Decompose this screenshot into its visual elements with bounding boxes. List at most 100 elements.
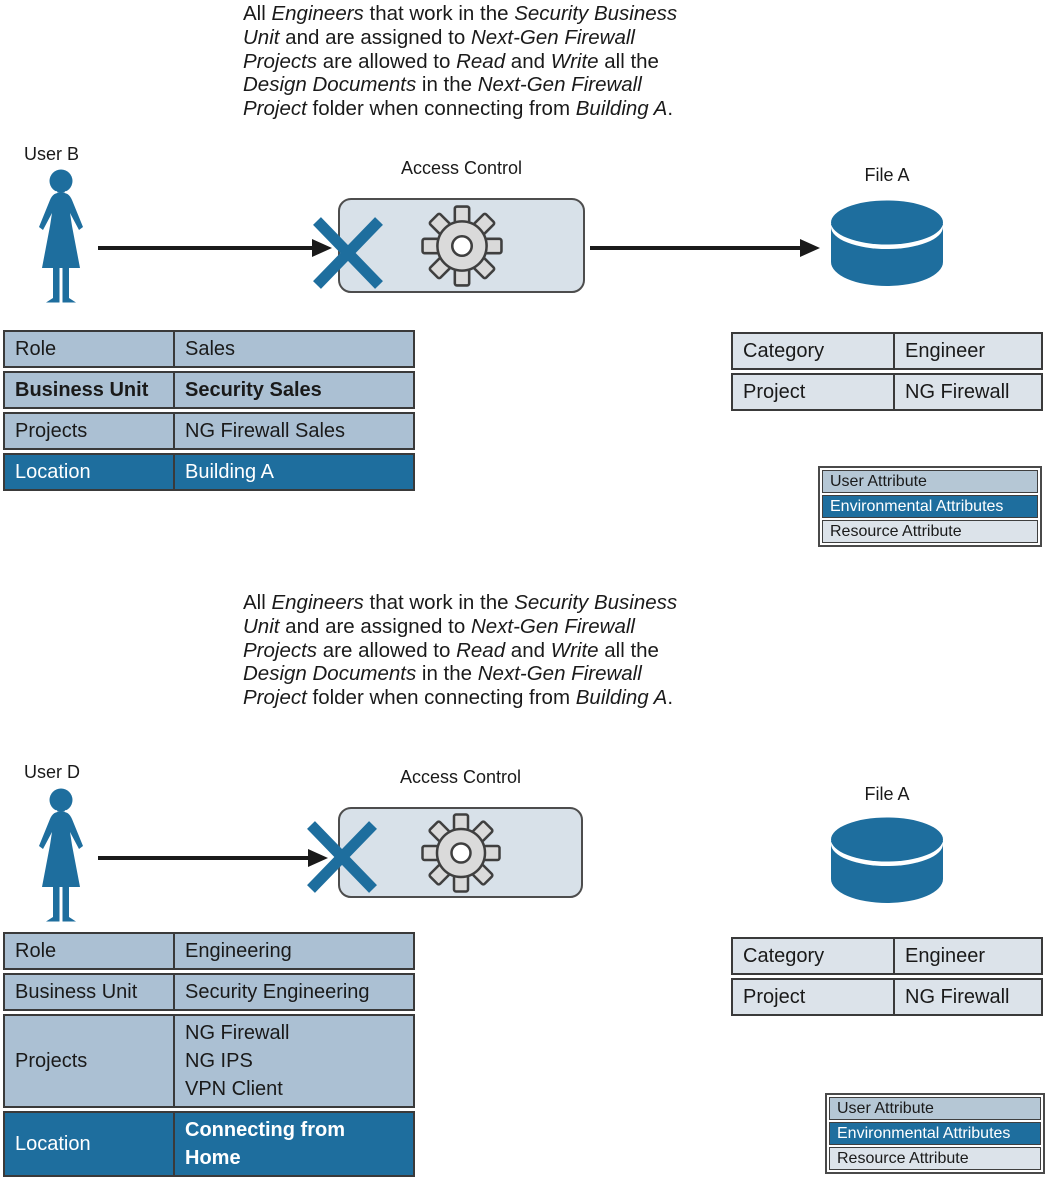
policy-plain-text: all the — [598, 49, 659, 73]
policy-plain-text: All — [243, 591, 272, 614]
grant-arrow — [590, 239, 820, 257]
row-value: NG Firewall — [895, 373, 1043, 411]
gear-icon — [420, 812, 501, 893]
row-value: Engineer — [895, 937, 1043, 975]
row-label: Role — [3, 932, 175, 970]
policy-attribute-term: Engineers — [271, 591, 364, 614]
policy-attribute-term: Project — [243, 686, 307, 710]
row-label: Location — [3, 453, 175, 491]
arrow-shaft — [590, 246, 803, 250]
policy-attribute-term: Security Business — [514, 591, 678, 614]
row-label: Business Unit — [3, 973, 175, 1011]
policy-plain-text: are allowed to — [317, 638, 457, 662]
access-control-box — [338, 807, 583, 898]
access-control-label: Access Control — [400, 158, 523, 178]
request-arrow — [98, 849, 328, 867]
policy-attribute-term: Design Documents — [243, 662, 417, 686]
policy-plain-text: in the — [416, 73, 478, 97]
arrow-head-icon — [312, 239, 332, 257]
policy-attribute-term: Write — [550, 638, 599, 662]
legend-item-user-attribute: User Attribute — [822, 470, 1038, 493]
policy-plain-text: that work in the — [363, 2, 515, 25]
row-label: Role — [3, 330, 175, 368]
policy-plain-text: and are assigned to — [279, 25, 471, 49]
denied-x-icon — [307, 821, 377, 893]
policy-plain-text: all the — [598, 638, 659, 662]
policy-plain-text: All — [243, 2, 272, 25]
row-value: Building A — [175, 453, 415, 491]
row-value: Security Sales — [175, 371, 415, 409]
policy-attribute-term: Unit — [243, 25, 280, 49]
row-label: Projects — [3, 1014, 175, 1108]
policy-attribute-term: Building A — [575, 97, 668, 121]
policy-attribute-term: Next-Gen Firewall — [477, 73, 642, 97]
policy-attribute-term: Projects — [243, 638, 318, 662]
row-value: Engineer — [895, 332, 1043, 370]
file-label: File A — [864, 165, 910, 185]
row-label: Project — [731, 978, 895, 1016]
policy-plain-text: that work in the — [363, 591, 515, 614]
denied-x-icon — [313, 217, 383, 289]
row-label: Business Unit — [3, 371, 175, 409]
gear-icon — [420, 204, 503, 287]
legend-item-user-attribute: User Attribute — [829, 1097, 1041, 1120]
policy-plain-text: folder when connecting from — [306, 97, 576, 121]
request-arrow — [98, 239, 332, 257]
arrow-head-icon — [800, 239, 820, 257]
policy-attribute-term: Projects — [243, 49, 318, 73]
database-icon — [831, 200, 943, 286]
person-icon — [39, 169, 83, 303]
policy-attribute-term: Read — [456, 638, 506, 662]
policy-plain-text: folder when connecting from — [306, 686, 576, 710]
file-label: File A — [864, 784, 910, 804]
legend-item-environmental-attribute: Environmental Attributes — [822, 495, 1038, 518]
policy-attribute-term: Security Business — [514, 2, 678, 25]
row-value: NG Firewall Sales — [175, 412, 415, 450]
policy-attribute-term: Next-Gen Firewall — [477, 662, 642, 686]
policy-plain-text: are allowed to — [317, 49, 457, 73]
policy-attribute-term: Project — [243, 97, 307, 121]
policy-plain-text: . — [667, 686, 674, 710]
row-value: Engineering — [175, 932, 415, 970]
user-label: User B — [24, 144, 80, 164]
policy-attribute-term: Next-Gen Firewall — [470, 614, 635, 638]
policy-attribute-term: Read — [456, 49, 506, 73]
policy-plain-text: and — [505, 49, 551, 73]
policy-plain-text: in the — [416, 662, 478, 686]
row-label: Location — [3, 1111, 175, 1177]
person-icon — [39, 788, 83, 922]
row-value: Security Engineering — [175, 973, 415, 1011]
user-label: User D — [24, 762, 81, 782]
legend-item-resource-attribute: Resource Attribute — [829, 1147, 1041, 1170]
database-icon — [831, 817, 943, 903]
policy-text: All Engineers that work in the Security … — [243, 591, 843, 710]
arrow-head-icon — [308, 849, 328, 867]
row-label: Category — [731, 332, 895, 370]
policy-attribute-term: Unit — [243, 614, 280, 638]
legend-item-environmental-attribute: Environmental Attributes — [829, 1122, 1041, 1145]
policy-plain-text: . — [667, 97, 674, 121]
arrow-shaft — [98, 856, 311, 860]
row-label: Category — [731, 937, 895, 975]
access-control-label: Access Control — [399, 767, 522, 787]
policy-plain-text: and — [505, 638, 551, 662]
